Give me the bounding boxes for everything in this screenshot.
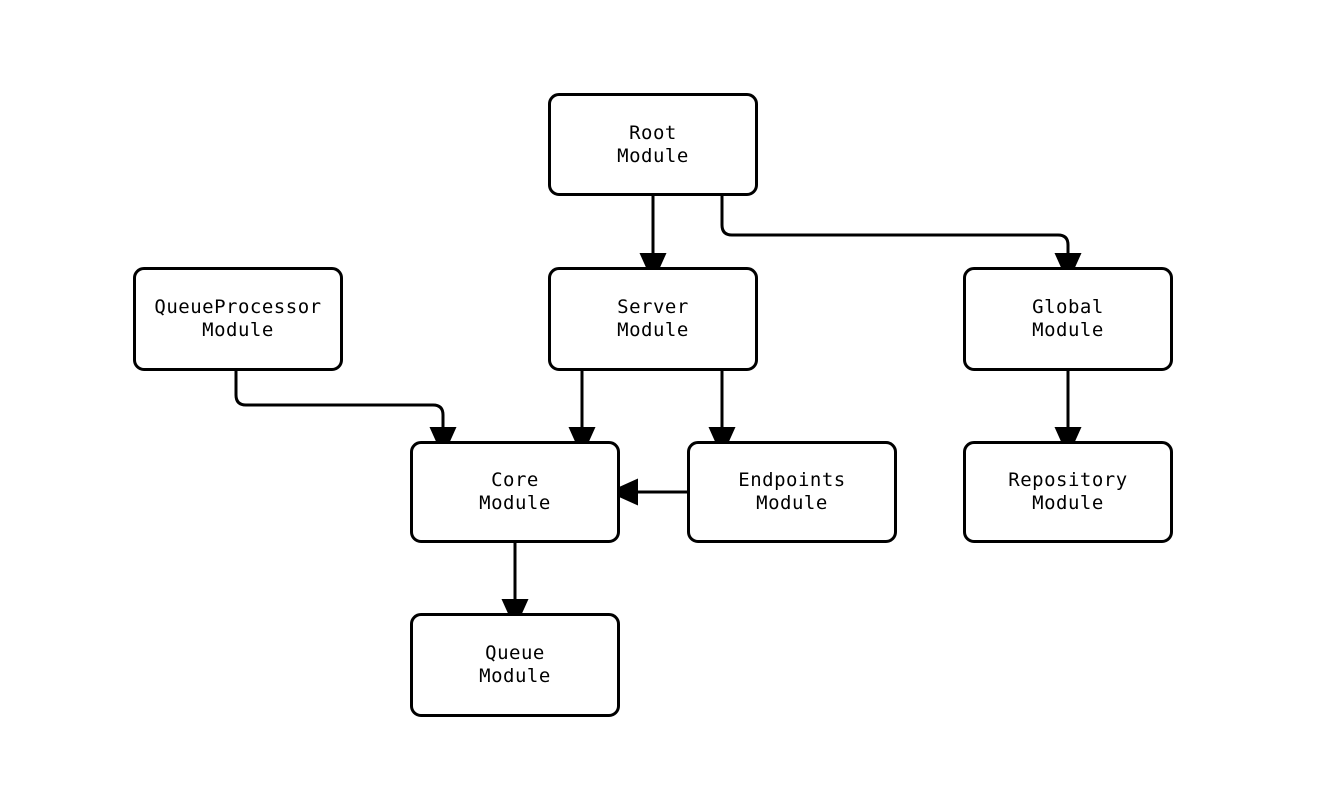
node-endpoints-module[interactable]: Endpoints Module (687, 441, 897, 543)
node-queueprocessor-module[interactable]: QueueProcessor Module (133, 267, 343, 371)
node-label-line1: Root (629, 121, 677, 144)
node-queue-module[interactable]: Queue Module (410, 613, 620, 717)
node-global-module[interactable]: Global Module (963, 267, 1173, 371)
node-label-line2: Module (479, 492, 551, 514)
node-label-line1: Repository (1008, 469, 1128, 491)
node-label-line1: Queue (485, 642, 545, 664)
node-label-line1: Core (491, 469, 539, 491)
edge-paths (234, 196, 1082, 629)
node-repository-module[interactable]: Repository Module (963, 441, 1173, 543)
node-label-line2: Module (202, 319, 274, 341)
node-label-line2: Module (756, 492, 828, 514)
node-label-line1: QueueProcessor (154, 296, 322, 318)
node-label-line2: Module (1032, 319, 1104, 341)
node-root-module[interactable]: Root Module (548, 93, 758, 196)
node-label-line1: Endpoints (738, 469, 846, 491)
edge-root-to-global (720, 196, 1082, 283)
node-label-line2: Module (617, 319, 689, 341)
node-label-line2: Module (617, 144, 689, 167)
node-label-line1: Server (617, 296, 689, 318)
node-label-line2: Module (1032, 492, 1104, 514)
node-core-module[interactable]: Core Module (410, 441, 620, 543)
node-server-module[interactable]: Server Module (548, 267, 758, 371)
edge-queueprocessor-to-core (234, 371, 457, 457)
node-label-line1: Global (1032, 296, 1104, 318)
node-label-line2: Module (479, 665, 551, 687)
